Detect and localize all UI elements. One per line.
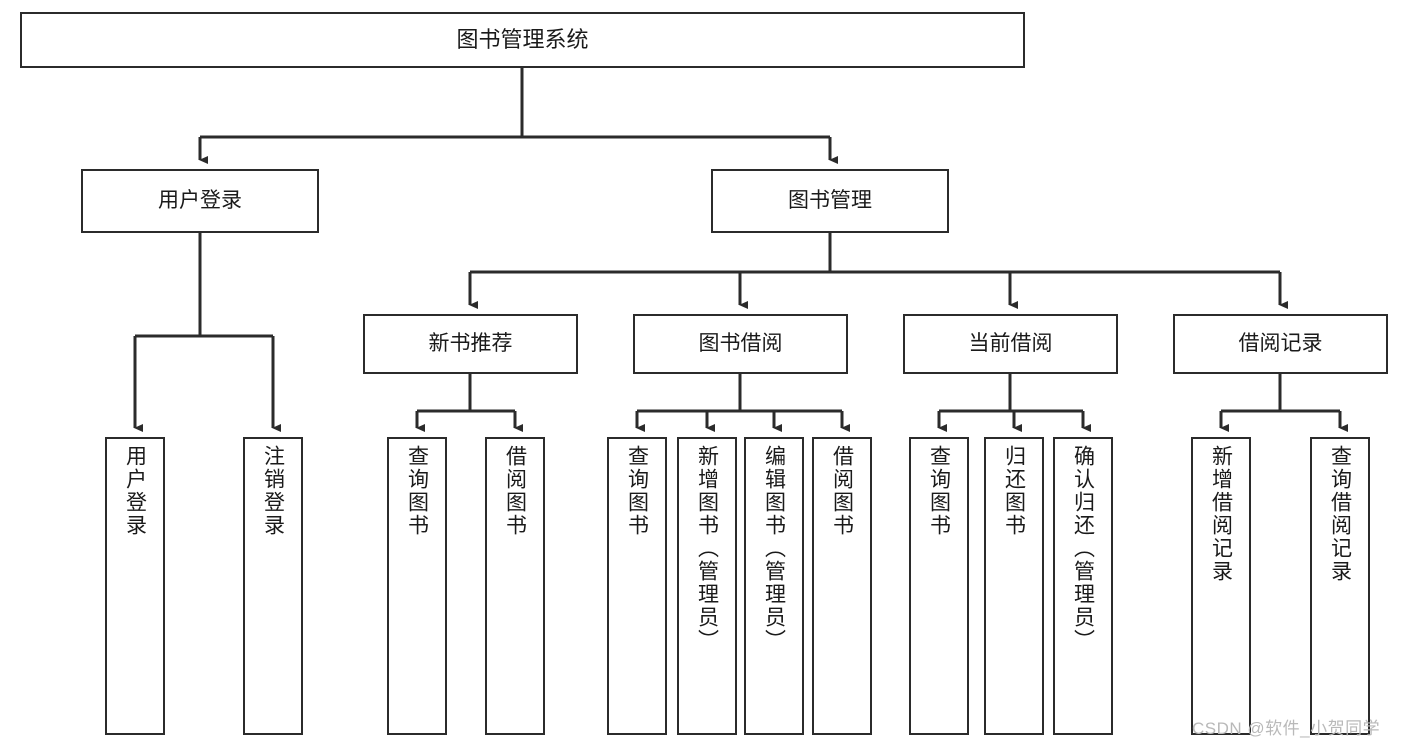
node-current-borrow-label: 当前借阅 <box>968 331 1053 355</box>
leaf-logout-label: 注销登录 <box>261 445 285 537</box>
node-new-book-recommend[interactable]: 新书推荐 <box>363 314 578 374</box>
node-root[interactable]: 图书管理系统 <box>20 12 1025 68</box>
leaf-user-login[interactable]: 用户登录 <box>105 437 165 735</box>
leaf-add-borrow-record-label: 新增借阅记录 <box>1209 445 1233 583</box>
leaf-borrow-book[interactable]: 借阅图书 <box>812 437 872 735</box>
leaf-return-book[interactable]: 归还图书 <box>984 437 1044 735</box>
leaf-add-book-admin[interactable]: 新增图书（管理员） <box>677 437 737 735</box>
leaf-confirm-return-admin[interactable]: 确认归还（管理员） <box>1053 437 1113 735</box>
leaf-borrow-book-rec-label: 借阅图书 <box>503 445 527 537</box>
leaf-confirm-return-admin-label: 确认归还（管理员） <box>1071 445 1095 652</box>
leaf-query-book-current[interactable]: 查询图书 <box>909 437 969 735</box>
node-book-borrow-label: 图书借阅 <box>698 331 783 355</box>
node-borrow-record[interactable]: 借阅记录 <box>1173 314 1388 374</box>
leaf-query-book-current-label: 查询图书 <box>927 445 951 537</box>
leaf-query-borrow-record-label: 查询借阅记录 <box>1328 445 1352 583</box>
leaf-query-book-rec-label: 查询图书 <box>405 445 429 537</box>
leaf-return-book-label: 归还图书 <box>1002 445 1026 537</box>
leaf-edit-book-admin-label: 编辑图书（管理员） <box>762 445 786 652</box>
node-borrow-record-label: 借阅记录 <box>1238 331 1323 355</box>
leaf-edit-book-admin[interactable]: 编辑图书（管理员） <box>744 437 804 735</box>
node-book-management-label: 图书管理 <box>788 188 872 212</box>
node-new-book-recommend-label: 新书推荐 <box>428 331 513 355</box>
leaf-query-book-label: 查询图书 <box>625 445 649 537</box>
leaf-query-book-rec[interactable]: 查询图书 <box>387 437 447 735</box>
leaf-user-login-label: 用户登录 <box>123 445 147 537</box>
node-root-label: 图书管理系统 <box>456 27 589 53</box>
leaf-query-book[interactable]: 查询图书 <box>607 437 667 735</box>
node-user-login[interactable]: 用户登录 <box>81 169 319 233</box>
node-book-borrow[interactable]: 图书借阅 <box>633 314 848 374</box>
leaf-logout[interactable]: 注销登录 <box>243 437 303 735</box>
watermark: CSDN @软件_小贺同学 <box>1192 719 1381 738</box>
leaf-add-book-admin-label: 新增图书（管理员） <box>695 445 719 652</box>
node-current-borrow[interactable]: 当前借阅 <box>903 314 1118 374</box>
leaf-add-borrow-record[interactable]: 新增借阅记录 <box>1191 437 1251 735</box>
leaf-borrow-book-rec[interactable]: 借阅图书 <box>485 437 545 735</box>
node-user-login-label: 用户登录 <box>158 188 242 212</box>
node-book-management[interactable]: 图书管理 <box>711 169 949 233</box>
leaf-borrow-book-label: 借阅图书 <box>830 445 854 537</box>
leaf-query-borrow-record[interactable]: 查询借阅记录 <box>1310 437 1370 735</box>
